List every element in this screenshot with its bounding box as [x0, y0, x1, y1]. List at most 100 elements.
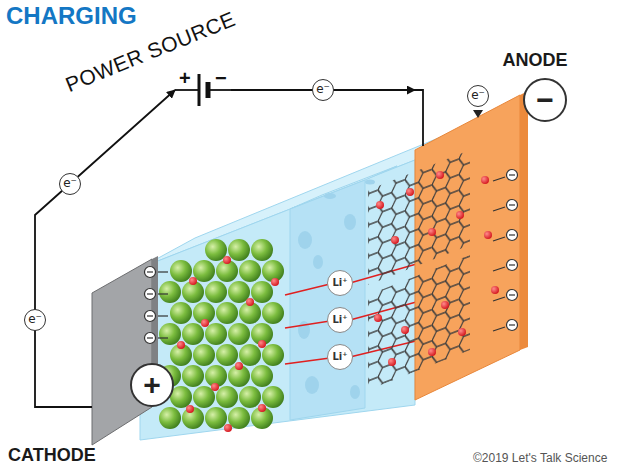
cathode-plate [92, 256, 158, 445]
cathode-particles [239, 386, 261, 408]
lithium-dots [374, 314, 382, 322]
cathode-particles [193, 260, 215, 282]
ion-path [285, 358, 330, 364]
cathode-particles [228, 239, 250, 261]
anode-electrons [493, 170, 518, 332]
cathode-electrons [158, 271, 168, 272]
cathode-electrons [158, 315, 168, 316]
cathode-particles [205, 323, 227, 345]
electrode-label: CATHODE [8, 445, 96, 465]
cathode-electrons [158, 293, 168, 294]
lithium-dots [406, 188, 414, 196]
polarity-symbol: + [130, 363, 174, 407]
cathode-particles [159, 407, 181, 429]
cathode-particles [228, 281, 250, 303]
terminal-sign: − [215, 69, 227, 87]
cathode-particles [182, 365, 204, 387]
lithium-dots [224, 424, 232, 432]
cathode-electrons [147, 293, 153, 294]
electron-symbol: e⁻ [312, 79, 334, 101]
cathode-particles [239, 260, 261, 282]
cathode-particles [216, 386, 238, 408]
copyright-notice: ©2019 Let's Talk Science [473, 451, 607, 465]
anode-electrons [509, 264, 515, 265]
cathode-particles [262, 302, 284, 324]
anode-electrons [493, 237, 505, 241]
separator [324, 193, 336, 199]
anode-electrons [493, 267, 505, 271]
cathode-particles [182, 323, 204, 345]
anode-electrode: ANODE− [415, 75, 575, 405]
polarity-symbol: − [523, 78, 567, 122]
anode-electrons [493, 177, 505, 181]
anode-electrons [493, 327, 505, 331]
cathode-electrons [145, 333, 156, 344]
cathode-particles [193, 344, 215, 366]
cathode-particles [205, 239, 227, 261]
cathode-particles [170, 260, 192, 282]
anode-electrons [507, 290, 518, 301]
battery-symbol [208, 89, 231, 91]
electron-symbol: e⁻ [59, 173, 81, 195]
separator [365, 180, 375, 185]
separator [313, 255, 323, 269]
lithium-dots [186, 405, 194, 413]
lithium-dots [401, 326, 409, 334]
cathode-particles [159, 239, 284, 429]
cathode-particles [216, 302, 238, 324]
lithium-dots [456, 211, 464, 219]
power-source: POWER SOURCE+− [175, 68, 231, 112]
electron-symbol: e⁻ [24, 309, 46, 331]
cathode-plate [92, 259, 152, 445]
separator [344, 214, 356, 230]
lithium-dots [376, 201, 384, 209]
separator [350, 385, 360, 399]
lithium-dots [189, 277, 197, 285]
cathode-electrons [145, 267, 156, 278]
lithium-dots [491, 286, 499, 294]
lithium-dots [235, 362, 243, 370]
electrode-label: ANODE [503, 50, 568, 70]
anode-terminal-wire [473, 110, 483, 118]
cathode-particles [262, 386, 284, 408]
cathode-particles [239, 344, 261, 366]
lithium-dots [258, 340, 266, 348]
lithium-ion: Li⁺ [327, 344, 353, 370]
graphite-layers [368, 255, 470, 390]
lithium-dots [391, 236, 399, 244]
electron-wire [35, 90, 175, 407]
battery-symbol [175, 89, 199, 91]
cathode-particles [159, 323, 181, 345]
anode-electrons [493, 207, 505, 211]
lithium-ion: Li⁺ [327, 270, 353, 296]
anode-electrons [507, 230, 518, 241]
lithium-dots [428, 348, 436, 356]
battery-symbol [198, 74, 201, 106]
lithium-dots [211, 383, 219, 391]
lithium-dots [388, 358, 396, 366]
cathode-electrons [158, 337, 168, 338]
lithium-dots [484, 231, 492, 239]
lithium-dots [458, 328, 466, 336]
anode-electrons [509, 324, 515, 325]
anode-electrons [507, 170, 518, 181]
lithium-dots [436, 171, 444, 179]
cathode-electrons [145, 289, 156, 300]
anode-electrons [493, 297, 505, 301]
anode-electrons [509, 204, 515, 205]
anode-electrons [509, 234, 515, 235]
lithium-dots [441, 301, 449, 309]
lithium-dots [258, 404, 266, 412]
cathode-particles [251, 281, 273, 303]
separator [305, 376, 319, 394]
terminal-sign: + [179, 69, 191, 87]
anode-terminal-wire [415, 90, 423, 146]
ion-path [285, 321, 330, 328]
cathode-particles [228, 323, 250, 345]
lithium-ion: Li⁺ [327, 307, 353, 333]
ion-path [285, 284, 330, 295]
cathode-particles [216, 344, 238, 366]
lithium-dots [481, 176, 489, 184]
